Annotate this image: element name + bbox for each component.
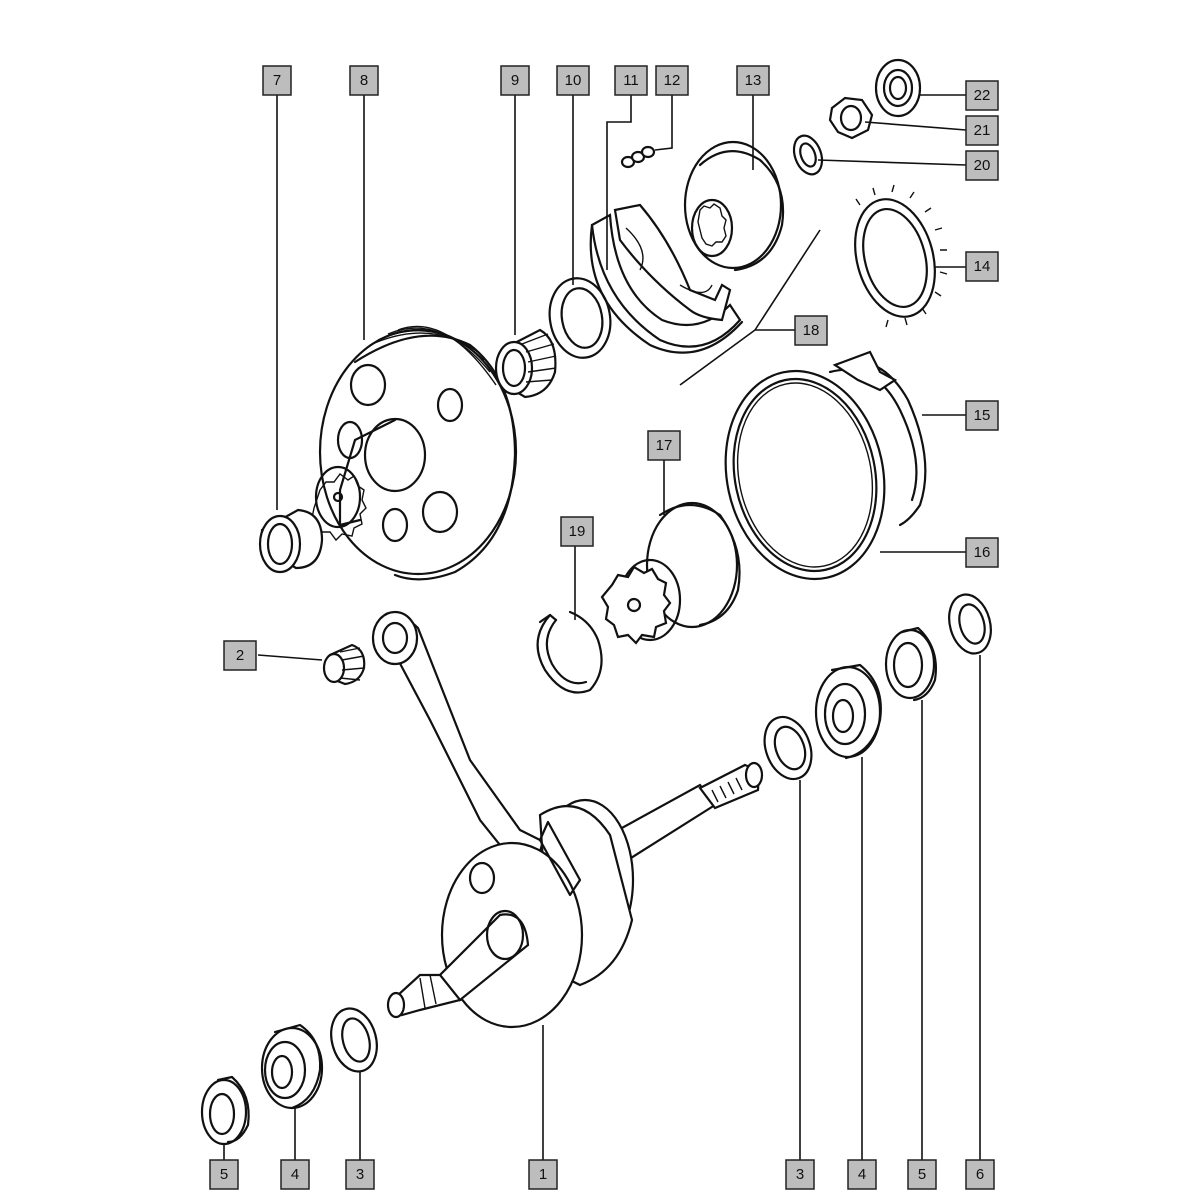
callouts: 7 8 9 10 11 12 13 22 21 20 14 18 15 16 1… bbox=[209, 65, 999, 1190]
bearing-small-part bbox=[874, 58, 922, 118]
svg-text:10: 10 bbox=[565, 72, 582, 89]
spring-part bbox=[620, 145, 656, 169]
svg-text:5: 5 bbox=[918, 1166, 926, 1183]
callout-4-left: 4 bbox=[280, 1159, 310, 1190]
lock-washer-part bbox=[854, 184, 948, 328]
svg-text:4: 4 bbox=[858, 1166, 866, 1183]
callout-13: 13 bbox=[736, 65, 770, 96]
svg-text:21: 21 bbox=[974, 122, 991, 139]
svg-text:17: 17 bbox=[656, 437, 673, 454]
callout-3-right: 3 bbox=[785, 1159, 815, 1190]
callout-11: 11 bbox=[614, 65, 648, 96]
svg-text:16: 16 bbox=[974, 544, 991, 561]
callout-10: 10 bbox=[556, 65, 590, 96]
svg-text:7: 7 bbox=[273, 72, 281, 89]
svg-text:11: 11 bbox=[623, 72, 639, 89]
callout-6: 6 bbox=[965, 1159, 995, 1190]
svg-text:5: 5 bbox=[220, 1166, 228, 1183]
callout-8: 8 bbox=[349, 65, 379, 96]
clutch-carrier-part bbox=[683, 140, 785, 272]
svg-text:4: 4 bbox=[291, 1166, 299, 1183]
svg-text:13: 13 bbox=[745, 72, 762, 89]
left-seal-part bbox=[200, 1075, 250, 1146]
clutch-drum-part bbox=[311, 325, 518, 581]
starter-gear-part bbox=[600, 501, 741, 645]
callout-2: 2 bbox=[223, 640, 257, 671]
callout-18: 18 bbox=[794, 315, 828, 346]
svg-text:19: 19 bbox=[569, 523, 586, 540]
right-seal-part bbox=[884, 626, 937, 702]
leader-lines bbox=[223, 94, 981, 1160]
svg-text:20: 20 bbox=[974, 157, 991, 174]
crankshaft-part bbox=[371, 610, 764, 1029]
spring-clip-part bbox=[828, 350, 927, 527]
right-bearing-part bbox=[814, 663, 882, 760]
right-washer-part bbox=[763, 715, 813, 781]
svg-text:12: 12 bbox=[664, 72, 681, 89]
small-washer-part bbox=[792, 134, 824, 176]
svg-text:15: 15 bbox=[974, 407, 991, 424]
bushing-part bbox=[258, 508, 324, 574]
svg-text:3: 3 bbox=[796, 1166, 804, 1183]
svg-text:14: 14 bbox=[974, 258, 991, 275]
needle-bearing-part bbox=[494, 328, 557, 399]
callout-1: 1 bbox=[528, 1159, 558, 1190]
svg-text:18: 18 bbox=[803, 322, 820, 339]
callout-14: 14 bbox=[965, 251, 999, 282]
callout-16: 16 bbox=[965, 537, 999, 568]
callout-5-right: 5 bbox=[907, 1159, 937, 1190]
callout-21: 21 bbox=[965, 115, 999, 146]
callout-3-left: 3 bbox=[345, 1159, 375, 1190]
nut-part bbox=[828, 96, 874, 140]
right-ring-part bbox=[948, 593, 992, 655]
callout-4-right: 4 bbox=[847, 1159, 877, 1190]
svg-text:22: 22 bbox=[974, 87, 991, 104]
svg-text:2: 2 bbox=[236, 647, 244, 664]
svg-text:3: 3 bbox=[356, 1166, 364, 1183]
svg-text:1: 1 bbox=[539, 1166, 547, 1183]
callout-19: 19 bbox=[560, 516, 594, 547]
circlip-part bbox=[536, 610, 603, 694]
callout-20: 20 bbox=[965, 150, 999, 181]
svg-text:8: 8 bbox=[360, 72, 368, 89]
callout-7: 7 bbox=[262, 65, 292, 96]
svg-text:9: 9 bbox=[511, 72, 519, 89]
small-needle-cage-part bbox=[322, 643, 366, 686]
callout-22: 22 bbox=[965, 80, 999, 111]
svg-text:6: 6 bbox=[976, 1166, 984, 1183]
callout-17: 17 bbox=[647, 430, 681, 461]
callout-15: 15 bbox=[965, 400, 999, 431]
callout-9: 9 bbox=[500, 65, 530, 96]
ring-gear-part bbox=[724, 369, 886, 581]
left-bearing-part bbox=[260, 1023, 324, 1110]
callout-5-left: 5 bbox=[209, 1159, 239, 1190]
callout-12: 12 bbox=[655, 65, 689, 96]
left-washer-part bbox=[330, 1007, 378, 1073]
